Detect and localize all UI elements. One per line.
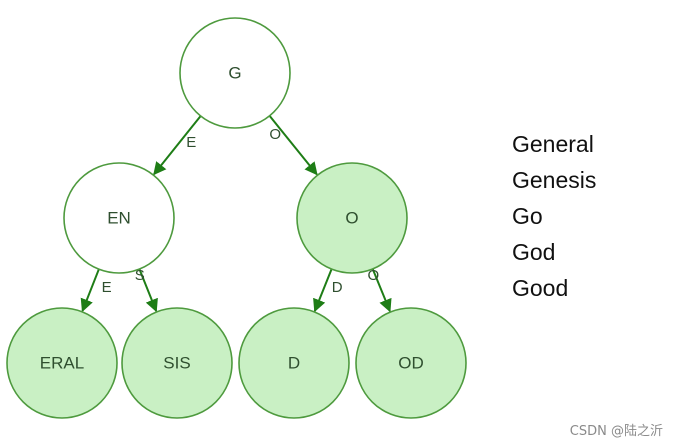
word-item: God [512,239,556,265]
node-circle [6,307,118,419]
edge-g-en [153,115,202,176]
node-circle [355,307,467,419]
node-o: O [296,162,408,274]
node-g: G [179,17,291,129]
word-item: General [512,131,594,157]
watermark: CSDN @陆之沂 [569,424,663,439]
node-label: D [288,353,300,372]
node-en: EN [63,162,175,274]
node-label: OD [398,353,424,372]
edge-en-eral [80,268,100,313]
node-sis: SIS [121,307,233,419]
node-label: O [345,208,358,227]
node-circle [63,162,175,274]
node-label: EN [107,208,131,227]
edge-o-d [313,268,333,313]
word-item: Good [512,275,569,301]
node-circle [179,17,291,129]
word-item: Go [512,203,543,229]
node-label: SIS [163,353,190,372]
node-label: G [228,63,241,82]
node-eral: ERAL [6,307,118,419]
edge-label: E [186,134,196,151]
edge-label: E [102,279,112,296]
edge-en-sis [138,268,158,313]
edge-o-od [371,268,392,313]
node-circle [121,307,233,419]
word-item: Genesis [512,167,597,193]
word-list: General Genesis Go God Good [512,126,596,306]
node-circle [296,162,408,274]
edge-label: O [367,267,379,284]
node-circle [238,307,350,419]
node-d: D [238,307,350,419]
edge-g-o [268,115,318,176]
edge-label: D [332,279,343,296]
node-od: OD [355,307,467,419]
edge-label: S [135,267,145,284]
edge-label: O [269,126,281,143]
node-label: ERAL [40,353,84,372]
